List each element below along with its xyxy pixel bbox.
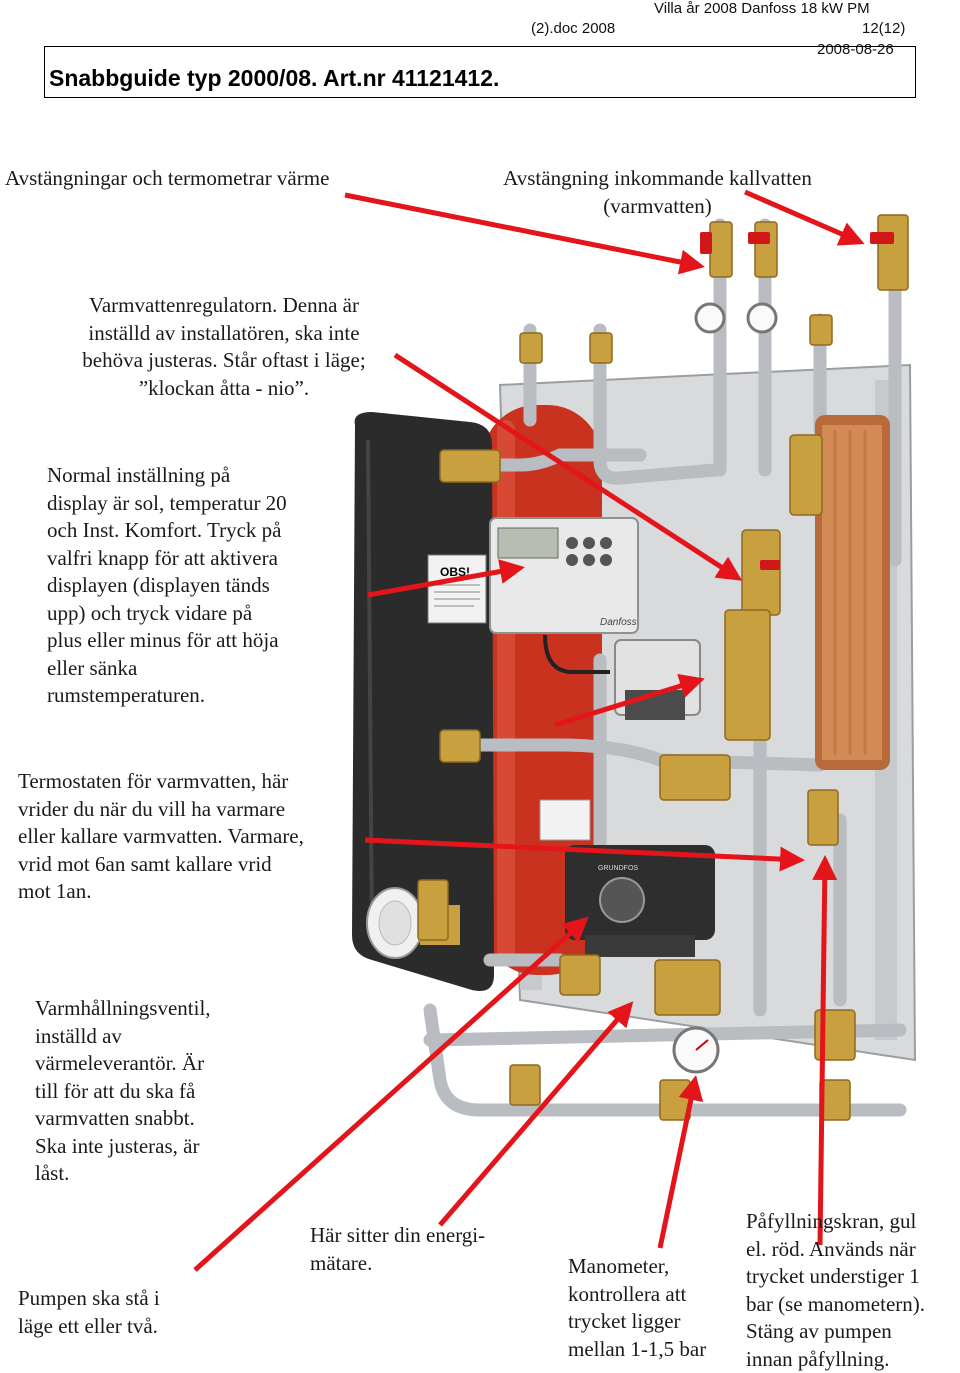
arrow-thermostat bbox=[554, 673, 705, 728]
arrow-energy-meter bbox=[438, 1001, 634, 1227]
arrow-warm-keep-valve bbox=[364, 837, 805, 872]
arrow-hotwater-regulator bbox=[393, 352, 743, 581]
arrow-manometer bbox=[657, 1075, 704, 1249]
valve-actuator bbox=[614, 639, 701, 720]
doc-name: (2).doc 2008 bbox=[531, 20, 616, 37]
arrow-display bbox=[367, 559, 525, 598]
heat-exchanger bbox=[815, 415, 890, 770]
arrow-shutoff-heating bbox=[344, 192, 705, 275]
circulation-pump: GRUNDFOS bbox=[565, 845, 715, 957]
controller-unit: Danfoss bbox=[489, 517, 639, 674]
note-fill-valve: Påfyllningskran, gul el. röd. Används nä… bbox=[746, 1209, 926, 1371]
red-valve-handles bbox=[700, 232, 894, 570]
controller-brand: Danfoss bbox=[600, 617, 637, 628]
note-thermostat: Termostaten för varmvatten, här vrider d… bbox=[18, 769, 304, 903]
obs-sticker-label: OBS! bbox=[440, 565, 470, 579]
title-box: Snabbguide typ 2000/08. Art.nr 41121412. bbox=[44, 46, 916, 98]
arrow-fill-valve bbox=[812, 855, 838, 1246]
note-shutoff-heating: Avstängningar och termometrar värme bbox=[5, 166, 330, 190]
project-name: Villa år 2008 Danfoss 18 kW PM bbox=[654, 0, 870, 17]
note-energy-meter: Här sitter din energi- mätare. bbox=[310, 1223, 486, 1275]
page-number: 12(12) bbox=[862, 20, 906, 37]
pointer-arrows bbox=[193, 189, 865, 1272]
note-shutoff-coldwater: Avstängning inkommande kallvatten (varmv… bbox=[503, 166, 812, 218]
note-warm-keep-valve: Varmhållningsventil, inställd av värmele… bbox=[35, 996, 211, 1185]
arrow-shutoff-coldwater bbox=[744, 189, 865, 246]
manometer-gauge bbox=[672, 1026, 720, 1074]
arrow-pump bbox=[193, 916, 589, 1272]
page-title: Snabbguide typ 2000/08. Art.nr 41121412. bbox=[49, 65, 500, 91]
note-manometer: Manometer, kontrollera att trycket ligge… bbox=[568, 1254, 707, 1361]
note-hotwater-regulator: Varmvattenregulatorn. Denna är inställd … bbox=[82, 293, 366, 400]
brass-fittings bbox=[417, 214, 909, 1121]
doc-date: 2008-08-26 bbox=[817, 41, 894, 58]
note-display-setting: Normal inställning på display är sol, te… bbox=[47, 463, 287, 707]
top-thermometers bbox=[694, 302, 778, 334]
pump-brand: GRUNDFOS bbox=[598, 865, 638, 872]
note-pump: Pumpen ska stå i läge ett eller två. bbox=[18, 1286, 160, 1338]
